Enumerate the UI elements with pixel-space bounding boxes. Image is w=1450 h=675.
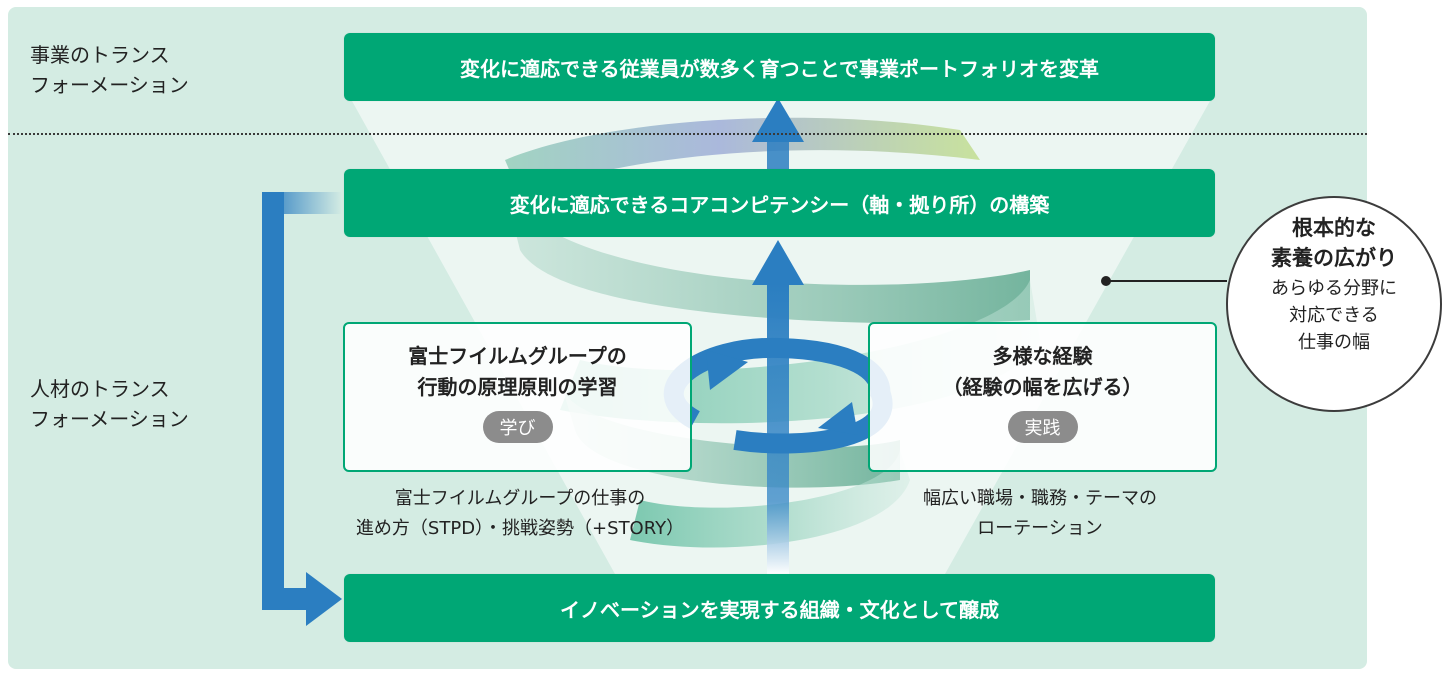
learning-box: 富士フイルムグループの 行動の原理原則の学習 学び (343, 322, 692, 472)
practice-caption-line-1: 幅広い職場・職務・テーマの (923, 488, 1157, 509)
people-label-line-2: フォーメーション (30, 407, 189, 431)
core-competency-band: 変化に適応できるコアコンピテンシー（軸・拠り所）の構築 (344, 169, 1215, 237)
learning-caption-line-2: 進め方（STPD）・挑戦姿勢（+STORY） (355, 518, 685, 539)
callout-title-line-1: 根本的な (1292, 216, 1376, 240)
learning-title-line-2: 行動の原理原則の学習 (417, 375, 618, 399)
center-arrow-shaft (767, 283, 789, 574)
foundation-callout: 根本的な 素養の広がり あらゆる分野に 対応できる 仕事の幅 (1226, 196, 1442, 412)
practice-title-line-1: 多様な経験 (992, 344, 1093, 368)
left-arrow-bottom (262, 588, 308, 610)
callout-title-line-2: 素養の広がり (1271, 246, 1397, 270)
learning-title: 富士フイルムグループの 行動の原理原則の学習 (345, 341, 690, 403)
callout-sub-line-3: 仕事の幅 (1298, 332, 1370, 353)
callout-title: 根本的な 素養の広がり (1228, 213, 1440, 273)
callout-subtitle: あらゆる分野に 対応できる 仕事の幅 (1228, 275, 1440, 356)
people-label-line-1: 人材のトランス (30, 377, 170, 401)
callout-dot (1101, 276, 1111, 286)
cycle-arrow-upper-head (706, 350, 748, 390)
practice-caption-line-2: ローテーション (977, 518, 1103, 539)
portfolio-transformation-band: 変化に適応できる従業員が数多く育つことで事業ポートフォリオを変革 (344, 33, 1215, 101)
top-arrow-head (752, 98, 804, 142)
practice-title-line-2: （経験の幅を広げる） (942, 375, 1143, 399)
people-transformation-label: 人材のトランス フォーメーション (30, 374, 270, 434)
practice-pill: 実践 (1007, 411, 1078, 443)
learning-caption: 富士フイルムグループの仕事の 進め方（STPD）・挑戦姿勢（+STORY） (330, 484, 710, 544)
practice-box: 多様な経験 （経験の幅を広げる） 実践 (868, 322, 1217, 472)
center-arrow-head (752, 240, 804, 285)
spiral-band-top (505, 117, 980, 195)
business-label-line-2: フォーメーション (30, 73, 189, 97)
spiral-band-1 (505, 190, 1030, 324)
callout-sub-line-1: あらゆる分野に (1271, 278, 1397, 299)
left-arrow-head (306, 572, 342, 626)
learning-pill: 学び (482, 411, 553, 443)
practice-title: 多様な経験 （経験の幅を広げる） (870, 341, 1215, 403)
innovation-culture-band: イノベーションを実現する組織・文化として醸成 (344, 574, 1215, 642)
section-divider (8, 133, 1367, 135)
learning-caption-line-1: 富士フイルムグループの仕事の (394, 488, 646, 509)
business-label-line-1: 事業のトランス (30, 43, 170, 67)
business-transformation-label: 事業のトランス フォーメーション (30, 40, 270, 100)
callout-sub-line-2: 対応できる (1289, 305, 1379, 326)
practice-caption: 幅広い職場・職務・テーマの ローテーション (880, 484, 1200, 544)
left-arrow-shaft (262, 192, 284, 610)
spiral-band-4 (630, 450, 910, 548)
top-arrow-shaft (767, 140, 789, 169)
learning-title-line-1: 富士フイルムグループの (408, 344, 627, 368)
cycle-arrow-lower-head (818, 402, 858, 435)
